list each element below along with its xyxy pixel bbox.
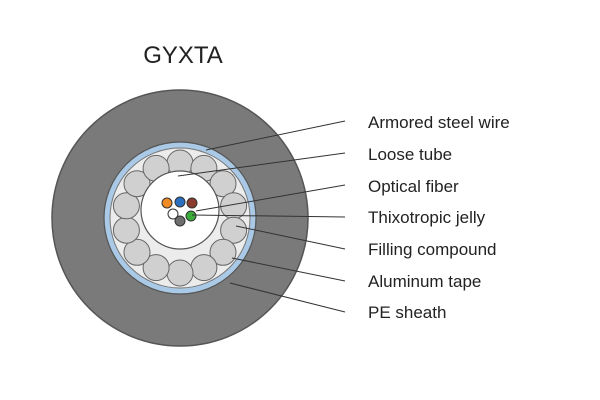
steel-wire xyxy=(209,238,237,266)
leader-line xyxy=(231,257,346,282)
optical-fiber xyxy=(174,215,186,227)
label-pe-sheath: PE sheath xyxy=(368,303,446,322)
label-filling-compound: Filling compound xyxy=(368,240,497,259)
optical-fiber xyxy=(167,208,179,220)
steel-wire xyxy=(112,192,140,220)
armored-steel-wires xyxy=(112,149,248,287)
steel-wire xyxy=(112,216,140,244)
optical-fiber xyxy=(186,197,198,209)
optical-fiber xyxy=(185,210,197,222)
label-loose-tube: Loose tube xyxy=(368,145,452,164)
steel-wire xyxy=(209,170,237,198)
leader-line xyxy=(235,225,346,250)
steel-wire xyxy=(123,170,151,198)
leader-line xyxy=(191,214,346,218)
leader-line xyxy=(229,282,346,313)
leader-lines xyxy=(177,120,346,313)
label-armored-steel-wire: Armored steel wire xyxy=(368,113,510,132)
leader-line xyxy=(205,120,346,151)
steel-wire xyxy=(123,238,151,266)
label-optical-fiber: Optical fiber xyxy=(368,177,459,196)
optical-fiber xyxy=(161,197,173,209)
optical-fiber xyxy=(174,196,186,208)
label-aluminum-tape: Aluminum tape xyxy=(368,272,481,291)
label-thixotropic-jelly: Thixotropic jelly xyxy=(368,208,486,227)
steel-wire xyxy=(190,254,218,282)
steel-wire xyxy=(166,259,194,287)
steel-wire xyxy=(220,216,248,244)
steel-wire xyxy=(142,254,170,282)
leader-line xyxy=(195,184,346,212)
leader-line xyxy=(177,152,346,177)
cable-cross-section xyxy=(51,89,309,347)
diagram-title: GYXTA xyxy=(143,42,223,69)
optical-fibers xyxy=(161,196,198,227)
loose-tube xyxy=(140,170,220,250)
